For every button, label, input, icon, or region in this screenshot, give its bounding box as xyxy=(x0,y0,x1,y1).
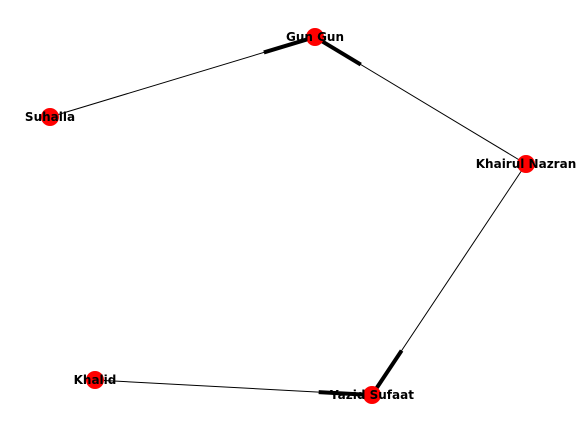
edge-arrowhead-khairul-to-gungun xyxy=(318,38,362,67)
node-khalid xyxy=(86,371,104,389)
edge-arrowhead-suhaila-to-gungun xyxy=(263,36,311,55)
node-label-yazid: Yazid Sufaat xyxy=(329,388,414,402)
node-suhaila xyxy=(41,108,59,126)
node-gungun xyxy=(306,28,324,46)
node-khairul xyxy=(517,155,535,173)
node-label-khairul: Khairul Nazran xyxy=(476,157,576,171)
node-yazid xyxy=(363,386,381,404)
edge-arrowhead-khalid-to-yazid xyxy=(318,390,367,397)
edges-layer xyxy=(49,36,527,397)
nodes-layer xyxy=(41,28,535,404)
node-label-khalid: Khalid xyxy=(74,373,117,387)
edge-arrowhead-khairul-to-yazid xyxy=(373,349,404,392)
node-label-gungun: Gun Gun xyxy=(286,30,344,44)
node-label-suhaila: Suhaila xyxy=(25,110,75,124)
